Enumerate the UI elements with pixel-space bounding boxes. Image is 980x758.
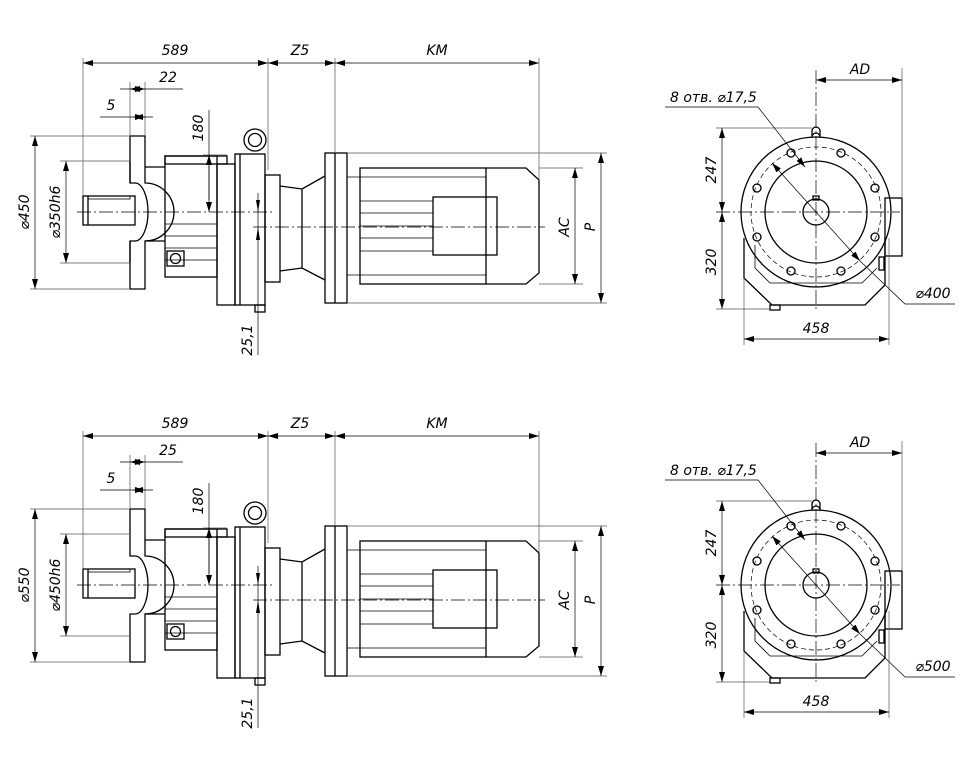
dim-shaft-height: 180 <box>191 115 207 142</box>
dim-height-upper: 247 <box>704 530 720 557</box>
dim-motor-ac: AC <box>557 217 573 238</box>
output-shaft <box>82 195 136 226</box>
dimensions <box>30 58 607 355</box>
dim-adapter-length: Z5 <box>290 416 310 432</box>
dim-flange-pilot-diameter: ⌀350h6 <box>48 185 64 238</box>
side-view: 589 Z5 KM 25 5 180 25,1 ⌀550 ⌀450h6 AC P <box>17 416 607 729</box>
gear-housing <box>145 501 267 686</box>
dim-bolt-holes: 8 отв. ⌀17,5 <box>670 90 757 106</box>
electric-motor <box>324 525 540 677</box>
gearmotor-assembly-bottom: 589 Z5 KM 25 5 180 25,1 ⌀550 ⌀450h6 AC P <box>17 416 955 729</box>
dim-height-lower: 320 <box>704 622 720 649</box>
dim-flange-offset: 25 <box>159 443 177 459</box>
dim-flange-outer-diameter: ⌀550 <box>17 567 33 602</box>
dim-width: 458 <box>803 694 830 710</box>
dim-overall-length: 589 <box>162 43 189 59</box>
motor-adapter <box>264 174 326 283</box>
output-shaft <box>82 568 136 599</box>
side-view: 589 Z5 KM 22 5 180 25,1 ⌀450 ⌀350h6 AC P <box>17 43 607 356</box>
dim-pcd: ⌀500 <box>915 659 950 675</box>
gear-housing <box>145 128 267 313</box>
dim-flange-thickness: 5 <box>107 471 116 487</box>
front-view: AD 8 отв. ⌀17,5 247 320 458 ⌀400 <box>665 62 955 345</box>
dim-shaft-offset: 25,1 <box>240 697 256 728</box>
dimensions <box>30 431 607 728</box>
dim-motor-p: P <box>583 595 599 604</box>
dim-adapter-length: Z5 <box>290 43 310 59</box>
dim-height-lower: 320 <box>704 249 720 276</box>
dim-shaft-offset: 25,1 <box>240 324 256 355</box>
dim-motor-length: KM <box>426 43 447 59</box>
dim-height-upper: 247 <box>704 157 720 184</box>
dim-ad: AD <box>849 62 871 78</box>
dim-flange-outer-diameter: ⌀450 <box>17 194 33 229</box>
dim-width: 458 <box>803 321 830 337</box>
front-view: AD 8 отв. ⌀17,5 247 320 458 ⌀500 <box>665 435 955 718</box>
dim-overall-length: 589 <box>162 416 189 432</box>
electric-motor <box>324 152 540 304</box>
dim-ad: AD <box>849 435 871 451</box>
dim-flange-thickness: 5 <box>107 98 116 114</box>
dim-motor-ac: AC <box>557 590 573 611</box>
dim-motor-p: P <box>583 222 599 231</box>
motor-adapter <box>264 547 326 656</box>
gearmotor-assembly-top: 589 Z5 KM 22 5 180 25,1 ⌀450 ⌀350h6 AC P <box>17 43 955 356</box>
dim-pcd: ⌀400 <box>915 286 950 302</box>
dim-flange-offset: 22 <box>159 70 177 86</box>
bolt-holes <box>752 148 880 276</box>
dim-flange-pilot-diameter: ⌀450h6 <box>48 558 64 611</box>
dim-bolt-holes: 8 отв. ⌀17,5 <box>670 463 757 479</box>
dim-shaft-height: 180 <box>191 488 207 515</box>
dim-motor-length: KM <box>426 416 447 432</box>
